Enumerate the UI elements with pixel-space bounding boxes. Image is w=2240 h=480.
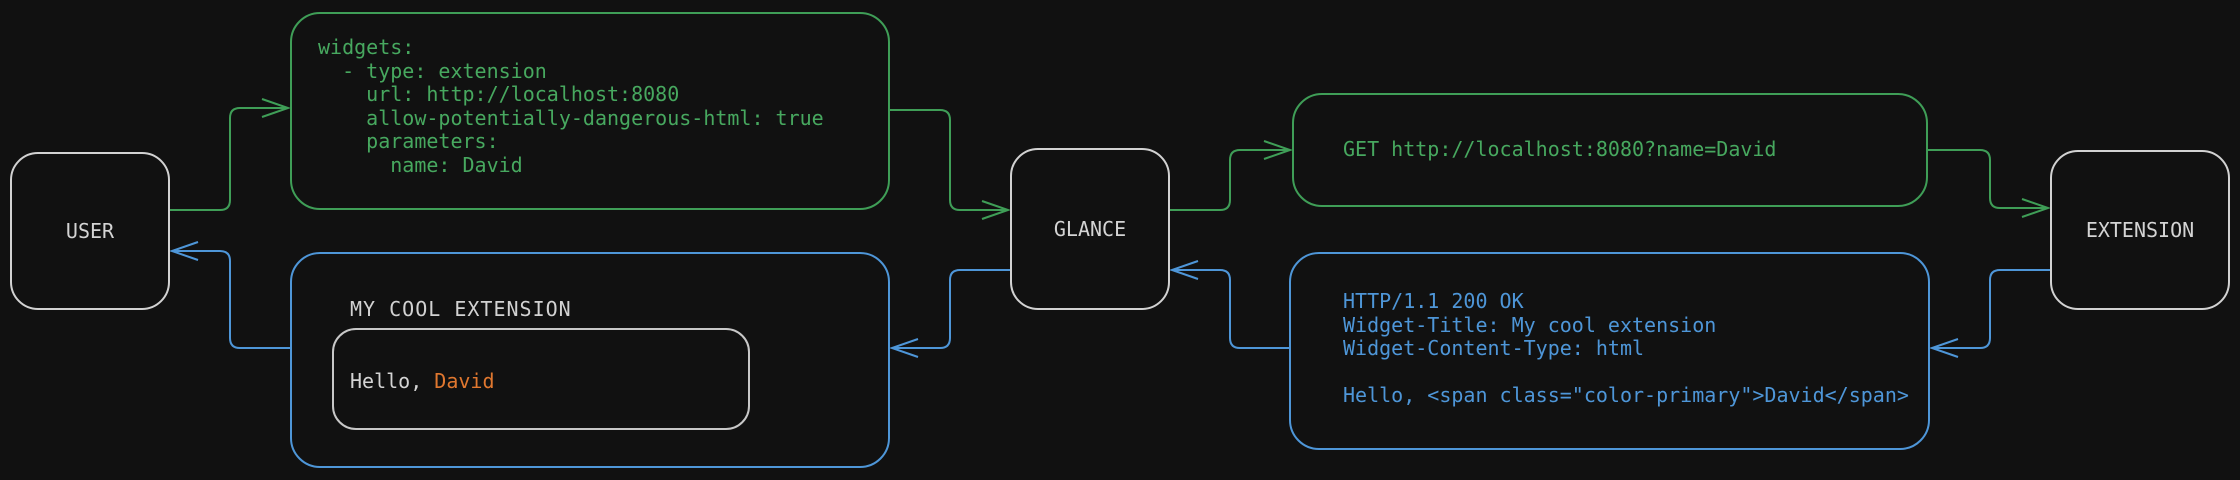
arrow-widget-to-user [168,241,290,349]
arrow-glance-to-widget [888,269,1010,358]
user-node-label: USER [65,219,115,243]
arrow-response-to-glance [1168,260,1289,349]
http-response-box [1289,252,1930,450]
config-yaml-code: widgets: - type: extension url: http://l… [318,35,824,177]
arrow-glance-to-request [1170,140,1294,211]
glance-node-label: GLANCE [1053,217,1127,241]
arrow-extension-to-response [1928,269,2050,358]
user-node: USER [10,152,170,310]
glance-node: GLANCE [1010,148,1170,310]
arrow-config-to-glance [890,109,1012,220]
rendered-widget-greeting: Hello, David [350,369,495,393]
extension-node-label: EXTENSION [2085,218,2195,242]
http-request-box [1292,93,1928,207]
rendered-widget-box [290,252,890,468]
rendered-widget-title: MY COOL EXTENSION [350,297,572,321]
arrow-user-to-config [170,98,292,211]
greeting-prefix: Hello, [350,369,435,393]
arrow-request-to-extension [1928,149,2052,218]
rendered-widget-content-frame [332,328,750,430]
config-yaml-box [290,12,890,210]
http-response-code: HTTP/1.1 200 OK Widget-Title: My cool ex… [1343,289,1909,407]
http-request-code: GET http://localhost:8080?name=David [1343,137,1777,161]
extension-node: EXTENSION [2050,150,2230,310]
greeting-name: David [434,369,495,393]
